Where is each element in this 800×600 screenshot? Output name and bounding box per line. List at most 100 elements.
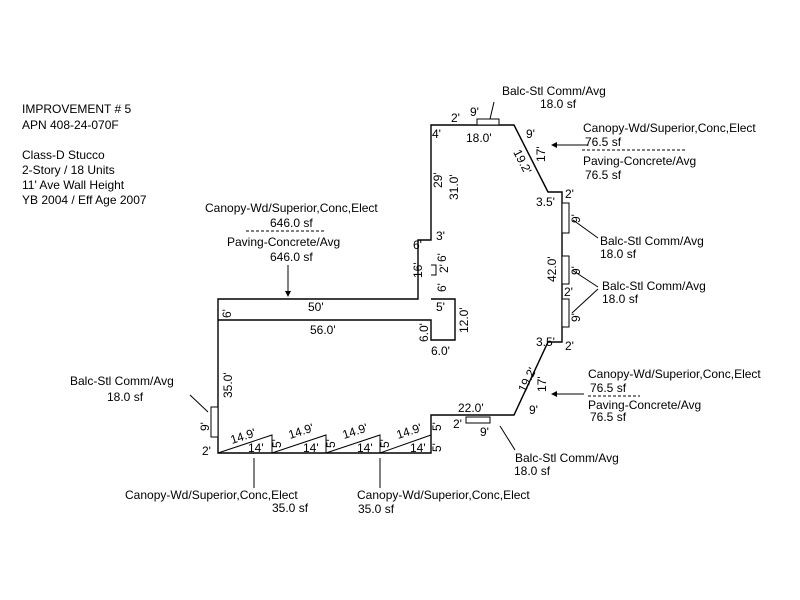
dim: 9' xyxy=(480,425,489,439)
callout-area: 76.5 sf xyxy=(585,168,622,182)
dim: 14.9' xyxy=(287,421,316,442)
callout-name: Balc-Stl Comm/Avg xyxy=(70,374,174,388)
dim: 2' xyxy=(437,264,451,273)
feature-callouts: Balc-Stl Comm/Avg 18.0 sf Canopy-Wd/Supe… xyxy=(70,84,761,516)
dim: 3.5' xyxy=(536,335,555,349)
dim: 22.0' xyxy=(458,401,484,415)
dim: 9' xyxy=(569,313,583,322)
callout-name: Paving-Concrete/Avg xyxy=(588,398,701,412)
dim: 6' xyxy=(413,238,422,252)
callout-name: Balc-Stl Comm/Avg xyxy=(502,84,606,98)
year-built: YB 2004 / Eff Age 2007 xyxy=(22,193,147,207)
dim: 5' xyxy=(430,443,444,452)
callout-name: Canopy-Wd/Superior,Conc,Elect xyxy=(125,488,298,502)
canopy-sawtooth xyxy=(217,434,432,454)
balcony-right-3 xyxy=(561,298,570,328)
dimension-labels: 2' 9' 18.0' 4' 9' 19.2' 17' 29' 31.0' 3.… xyxy=(198,105,583,458)
improvement-number: IMPROVEMENT # 5 xyxy=(22,102,131,116)
balcony-left xyxy=(210,406,219,438)
callout-name: Balc-Stl Comm/Avg xyxy=(602,279,706,293)
dim: 9' xyxy=(526,127,535,141)
callout-area: 18.0 sf xyxy=(600,247,637,261)
dim: 16' xyxy=(411,262,425,278)
callout-name: Paving-Concrete/Avg xyxy=(227,235,340,249)
callout-area: 18.0 sf xyxy=(107,390,144,404)
balcony-bottom xyxy=(465,416,491,424)
dim: 3' xyxy=(436,229,445,243)
dim: 19.2' xyxy=(510,147,534,176)
dim: 18.0' xyxy=(466,131,492,145)
callout-name: Canopy-Wd/Superior,Conc,Elect xyxy=(205,201,378,215)
dim: 9' xyxy=(569,214,583,223)
dim: 6.0' xyxy=(417,323,431,342)
canopy-diagonal-bottom xyxy=(513,341,549,416)
callout-name: Balc-Stl Comm/Avg xyxy=(515,451,619,465)
dim: 2' xyxy=(565,187,574,201)
dim: 3.5' xyxy=(536,195,555,209)
dim: 6.0' xyxy=(431,344,450,358)
dim: 4' xyxy=(432,127,441,141)
dim: 5' xyxy=(324,439,338,448)
callout-area: 18.0 sf xyxy=(602,292,639,306)
dim: 14' xyxy=(357,441,373,455)
wing-outline xyxy=(218,298,456,341)
dim: 12.0' xyxy=(457,307,471,333)
dim: 14' xyxy=(410,441,426,455)
dim: 5' xyxy=(430,422,444,431)
dim: 9' xyxy=(569,266,583,275)
wall-notch xyxy=(431,264,437,276)
dim: 50' xyxy=(308,300,324,314)
dim: 14.9' xyxy=(341,421,370,442)
callout-area: 646.0 sf xyxy=(270,250,313,264)
dim: 31.0' xyxy=(447,174,461,200)
callout-name: Canopy-Wd/Superior,Conc,Elect xyxy=(357,488,530,502)
dim: 6' xyxy=(435,253,449,262)
dim: 6' xyxy=(435,283,449,292)
dim: 9' xyxy=(470,105,479,119)
callout-name: Balc-Stl Comm/Avg xyxy=(600,234,704,248)
callout-area: 646.0 sf xyxy=(270,216,313,230)
dim: 56.0' xyxy=(310,323,336,337)
callout-name: Canopy-Wd/Superior,Conc,Elect xyxy=(588,367,761,381)
callout-area: 35.0 sf xyxy=(358,502,395,516)
balcony-right-2 xyxy=(561,255,570,285)
callout-area: 18.0 sf xyxy=(514,464,551,478)
callout-area: 76.5 sf xyxy=(590,381,627,395)
dim: 5' xyxy=(436,300,445,314)
dim: 2' xyxy=(564,285,573,299)
dim: 2' xyxy=(451,111,460,125)
dim: 2' xyxy=(453,417,462,431)
dim: 14' xyxy=(248,441,264,455)
dim: 9' xyxy=(198,422,212,431)
callout-area: 35.0 sf xyxy=(272,501,309,515)
dim: 17' xyxy=(534,146,548,162)
leader-lines xyxy=(189,101,599,488)
dim: 29' xyxy=(431,172,445,188)
story-units: 2-Story / 18 Units xyxy=(22,163,115,177)
dim: 42.0' xyxy=(545,256,559,282)
dim: 6' xyxy=(220,309,234,318)
wall-height: 11' Ave Wall Height xyxy=(22,178,125,192)
callout-name: Paving-Concrete/Avg xyxy=(583,154,696,168)
construction-class: Class-D Stucco xyxy=(22,148,105,162)
dim: 5' xyxy=(378,439,392,448)
dim: 35.0' xyxy=(221,372,235,398)
callout-area: 18.0 sf xyxy=(540,97,577,111)
dim: 2' xyxy=(202,444,211,458)
improvement-info: IMPROVEMENT # 5 APN 408-24-070F Class-D … xyxy=(22,102,147,207)
dim: 5' xyxy=(270,439,284,448)
canopy-diagonal-top xyxy=(513,124,549,193)
dim: 2' xyxy=(565,339,574,353)
callout-area: 76.5 sf xyxy=(585,135,622,149)
dim: 9' xyxy=(529,403,538,417)
callout-name: Canopy-Wd/Superior,Conc,Elect xyxy=(583,121,756,135)
balcony-top xyxy=(476,118,500,126)
dim: 17' xyxy=(535,376,549,392)
balcony-right-1 xyxy=(561,202,570,234)
dim: 14.9' xyxy=(395,421,424,442)
apn: APN 408-24-070F xyxy=(22,118,119,132)
dim: 14' xyxy=(303,441,319,455)
building-outline xyxy=(217,124,563,454)
callout-area: 76.5 sf xyxy=(590,410,627,424)
